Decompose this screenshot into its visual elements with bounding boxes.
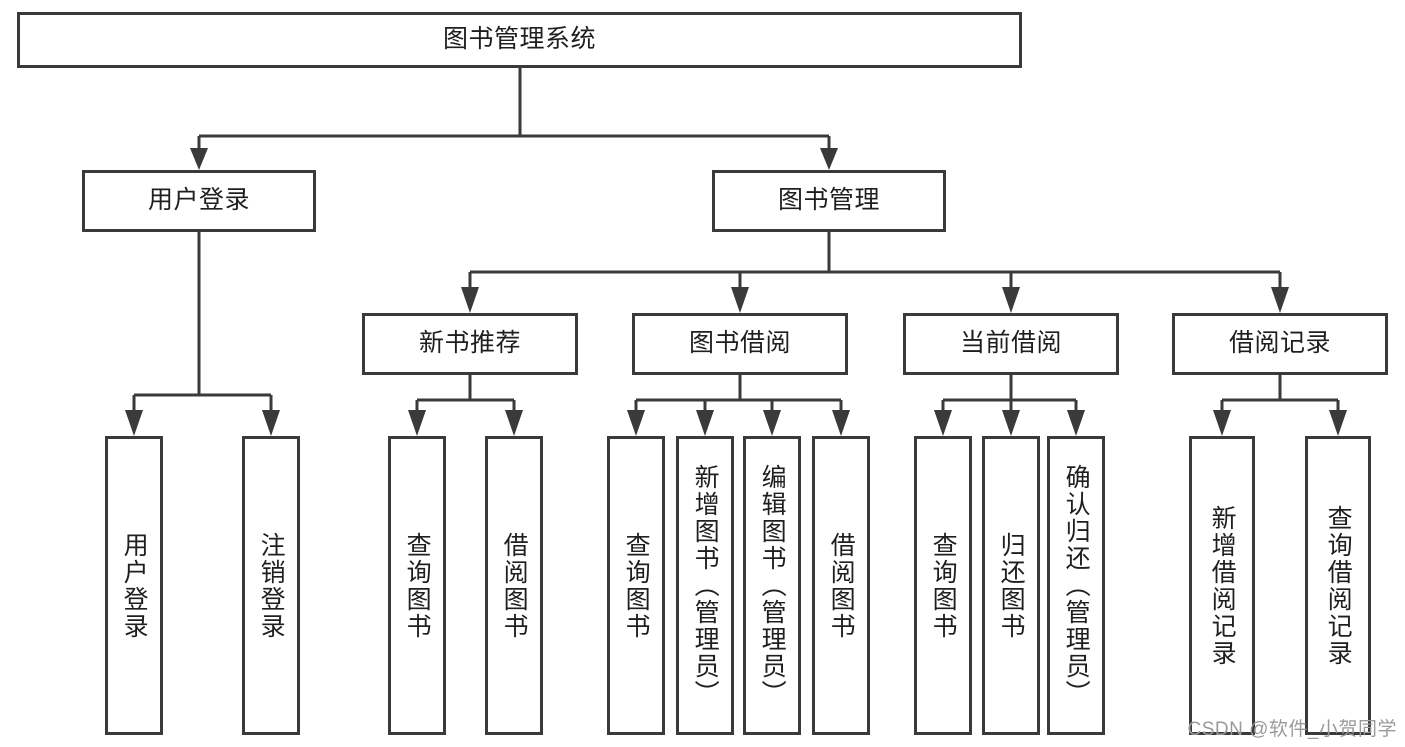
leaf-current-borrow-confirm-return[interactable]: 确认归还（管理员）: [1047, 436, 1105, 735]
leaf-label: 借阅图书: [500, 531, 529, 640]
arrow-to-borrow-record: [1271, 287, 1289, 313]
arrow-book-borrow-l4: [832, 410, 850, 436]
arrow-book-borrow-l1: [627, 410, 645, 436]
arrow-user-login-l1: [125, 410, 143, 436]
arrow-borrow-record-l2: [1329, 410, 1347, 436]
arrow-new-book-l2: [505, 410, 523, 436]
csdn-watermark: CSDN @软件_小贺同学: [1187, 719, 1397, 740]
arrow-to-new-book: [461, 287, 479, 313]
node-book-borrow[interactable]: 图书借阅: [632, 313, 848, 375]
leaf-new-book-query[interactable]: 查询图书: [388, 436, 446, 735]
node-borrow-record[interactable]: 借阅记录: [1172, 313, 1388, 375]
node-user-login-label: 用户登录: [147, 186, 250, 215]
leaf-book-borrow-add[interactable]: 新增图书（管理员）: [676, 436, 734, 735]
leaf-label: 注销登录: [257, 531, 286, 640]
arrow-to-current-borrow: [1002, 287, 1020, 313]
arrow-to-book-manage: [820, 148, 838, 170]
leaf-book-borrow-query[interactable]: 查询图书: [607, 436, 665, 735]
arrow-user-login-l2: [262, 410, 280, 436]
arrow-book-borrow-l3: [763, 410, 781, 436]
node-current-borrow[interactable]: 当前借阅: [903, 313, 1119, 375]
arrow-current-borrow-l2: [1002, 410, 1020, 436]
leaf-book-borrow-borrow[interactable]: 借阅图书: [812, 436, 870, 735]
arrow-new-book-l1: [408, 410, 426, 436]
leaf-user-login-logout[interactable]: 注销登录: [242, 436, 300, 735]
arrow-borrow-record-l1: [1213, 410, 1231, 436]
arrow-to-book-borrow: [731, 287, 749, 313]
leaf-label: 查询借阅记录: [1324, 504, 1353, 667]
node-book-borrow-label: 图书借阅: [688, 329, 791, 358]
arrow-current-borrow-l1: [934, 410, 952, 436]
leaf-label: 归还图书: [997, 531, 1026, 640]
node-current-borrow-label: 当前借阅: [959, 329, 1062, 358]
leaf-label: 确认归还（管理员）: [1062, 464, 1091, 707]
node-root[interactable]: 图书管理系统: [17, 12, 1022, 68]
leaf-label: 编辑图书（管理员）: [758, 464, 787, 707]
leaf-label: 查询图书: [403, 531, 432, 640]
leaf-label: 查询图书: [622, 531, 651, 640]
leaf-borrow-record-add[interactable]: 新增借阅记录: [1189, 436, 1255, 735]
leaf-label: 新增图书（管理员）: [691, 464, 720, 707]
node-new-book-recommend[interactable]: 新书推荐: [362, 313, 578, 375]
leaf-new-book-borrow[interactable]: 借阅图书: [485, 436, 543, 735]
leaf-book-borrow-edit[interactable]: 编辑图书（管理员）: [743, 436, 801, 735]
arrow-to-user-login: [190, 148, 208, 170]
leaf-user-login-login[interactable]: 用户登录: [105, 436, 163, 735]
node-borrow-record-label: 借阅记录: [1228, 329, 1331, 358]
leaf-label: 新增借阅记录: [1208, 504, 1237, 667]
node-user-login[interactable]: 用户登录: [82, 170, 316, 232]
leaf-label: 查询图书: [929, 531, 958, 640]
leaf-label: 借阅图书: [827, 531, 856, 640]
node-new-book-recommend-label: 新书推荐: [418, 329, 521, 358]
leaf-current-borrow-query[interactable]: 查询图书: [914, 436, 972, 735]
arrow-current-borrow-l3: [1067, 410, 1085, 436]
leaf-borrow-record-query[interactable]: 查询借阅记录: [1305, 436, 1371, 735]
node-root-label: 图书管理系统: [442, 25, 596, 54]
node-book-management[interactable]: 图书管理: [712, 170, 946, 232]
arrow-book-borrow-l2: [696, 410, 714, 436]
leaf-current-borrow-return[interactable]: 归还图书: [982, 436, 1040, 735]
node-book-management-label: 图书管理: [777, 186, 880, 215]
leaf-label: 用户登录: [120, 531, 149, 640]
